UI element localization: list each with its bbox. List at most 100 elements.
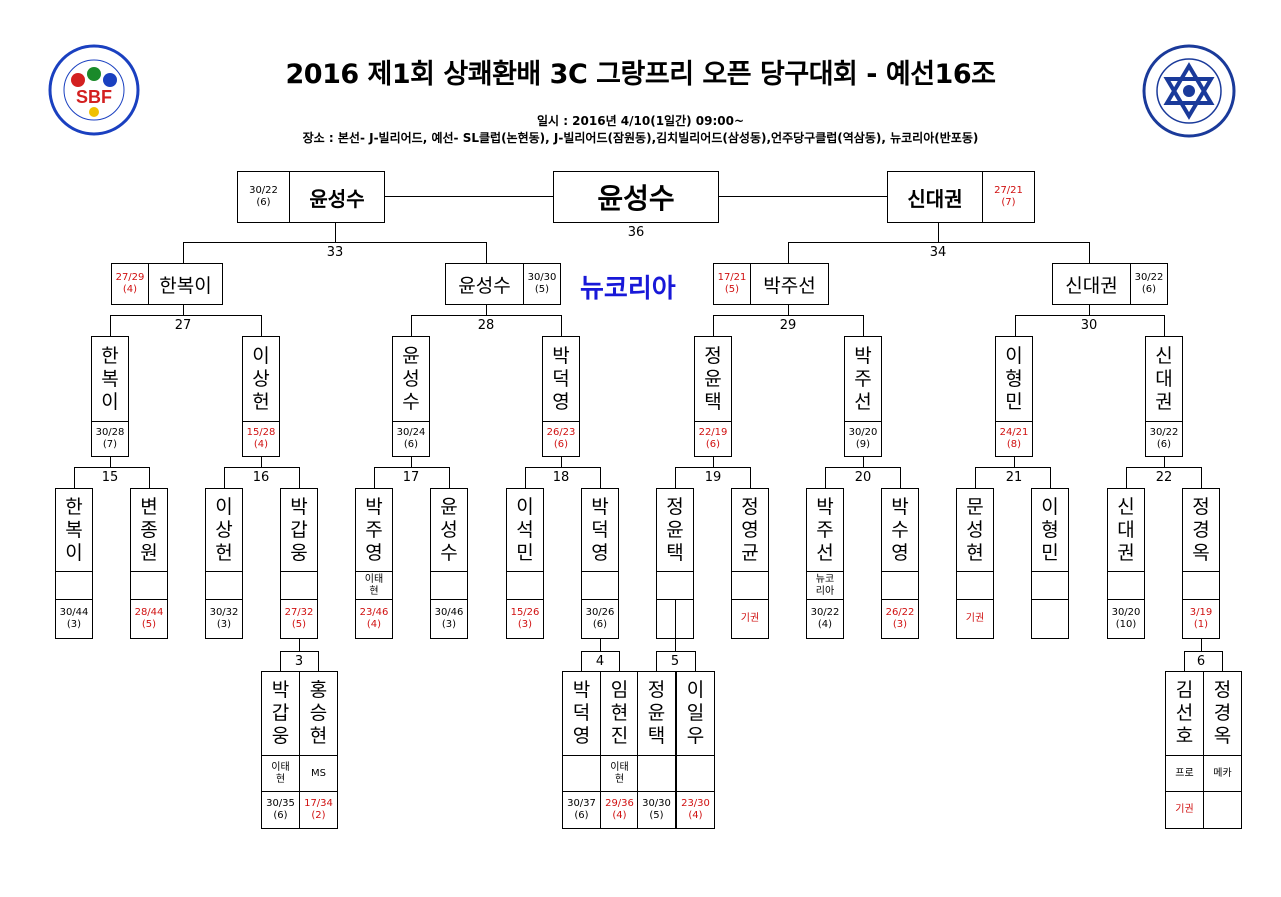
bracket-line xyxy=(449,467,450,488)
score-text: 30/35 xyxy=(266,798,295,809)
name-char: 헌 xyxy=(215,541,233,564)
bracket-line xyxy=(1164,457,1165,467)
score-text: (3) xyxy=(441,619,457,630)
match-number: 6 xyxy=(1196,654,1206,669)
bracket-line xyxy=(825,467,901,468)
name-char: 선 xyxy=(854,390,872,413)
bracket-line xyxy=(675,467,676,488)
name-char: 한 xyxy=(101,344,119,367)
name-char: 호 xyxy=(1175,725,1194,747)
name-char: 정 xyxy=(741,495,759,518)
name-char: 웅 xyxy=(290,541,308,564)
semi-score: 30/30(5) xyxy=(523,263,561,305)
semi-score: 27/29(4) xyxy=(111,263,149,305)
name-char: 영 xyxy=(741,518,759,541)
cell-text: 프로 xyxy=(1175,767,1194,779)
score-text: (5) xyxy=(291,619,307,630)
semi-score: 30/22(6) xyxy=(1130,263,1168,305)
score-cell: 30/28(7) xyxy=(91,421,129,457)
bracket-line xyxy=(863,457,864,467)
bracket-line xyxy=(656,651,696,652)
bracket-line xyxy=(581,651,620,652)
name-char: 박 xyxy=(290,495,308,518)
score-text: (2) xyxy=(311,810,326,821)
name-char: 주 xyxy=(816,518,834,541)
name-char: 윤 xyxy=(402,344,420,367)
score: 30/30 xyxy=(527,272,557,283)
bracket-line xyxy=(74,467,75,488)
bracket-line xyxy=(600,639,601,651)
score-cell: 30/22(4) xyxy=(806,599,844,639)
name-char: 이 xyxy=(1041,495,1059,518)
score-cell: 30/35(6) xyxy=(261,791,300,829)
score-cell: 26/22(3) xyxy=(881,599,919,639)
bracket-line xyxy=(750,467,751,488)
cell-text: 이태 xyxy=(610,761,629,773)
bracket-line xyxy=(261,457,262,467)
score-text: (4) xyxy=(688,810,703,821)
bracket-line xyxy=(110,457,111,467)
cell-text: 이태 xyxy=(364,573,384,585)
venue-name: 뉴코리아 xyxy=(580,274,676,304)
name-char: 권 xyxy=(1117,541,1135,564)
score-text: (3) xyxy=(216,619,232,630)
name-char: 권 xyxy=(1155,390,1173,413)
club-cell xyxy=(956,571,994,600)
name-char: 일 xyxy=(686,702,705,724)
name-char: 김 xyxy=(1175,679,1194,701)
score-cell: 30/26(6) xyxy=(581,599,619,639)
match-number: 33 xyxy=(326,245,344,260)
name-char: 영 xyxy=(552,390,570,413)
club-cell xyxy=(881,571,919,600)
score-text: 30/32 xyxy=(209,607,239,618)
score-text: (6) xyxy=(403,439,419,450)
name-char: 택 xyxy=(647,725,666,747)
club-cell xyxy=(1031,571,1069,600)
name-char: 우 xyxy=(686,725,705,747)
score-text: (7) xyxy=(102,439,118,450)
name-char: 영 xyxy=(591,541,609,564)
score-text: (6) xyxy=(592,619,608,630)
score-text: (6) xyxy=(273,810,288,821)
cell-text: 뉴코 xyxy=(815,573,835,585)
name-char: 신 xyxy=(1155,344,1173,367)
score-cell: 28/44(5) xyxy=(130,599,168,639)
score: 17/21 xyxy=(717,272,747,283)
score-cell: 30/20(9) xyxy=(844,421,882,457)
semi-player: 신대권 xyxy=(1052,263,1131,305)
bracket-line xyxy=(619,651,620,671)
club-cell xyxy=(656,571,694,600)
name-char: 이 xyxy=(252,344,270,367)
score-text: 기권 xyxy=(965,613,985,624)
bracket-line xyxy=(299,639,300,651)
bracket-line xyxy=(1184,651,1185,671)
name-char: 경 xyxy=(1192,518,1210,541)
score-cell: 23/46(4) xyxy=(355,599,393,639)
innings: (5) xyxy=(534,284,550,295)
match-number: 3 xyxy=(294,654,304,669)
score-cell: 15/28(4) xyxy=(242,421,280,457)
bracket-line xyxy=(411,457,412,467)
champion-box: 윤성수 xyxy=(553,171,719,223)
score-text: (5) xyxy=(649,810,664,821)
name-char: 박 xyxy=(552,344,570,367)
name-char: 신 xyxy=(1117,495,1135,518)
bracket-line xyxy=(1050,467,1051,488)
bracket-line xyxy=(975,467,976,488)
bracket-line xyxy=(374,467,450,468)
name-char: 박 xyxy=(854,344,872,367)
score-cell: 3/19(1) xyxy=(1182,599,1220,639)
